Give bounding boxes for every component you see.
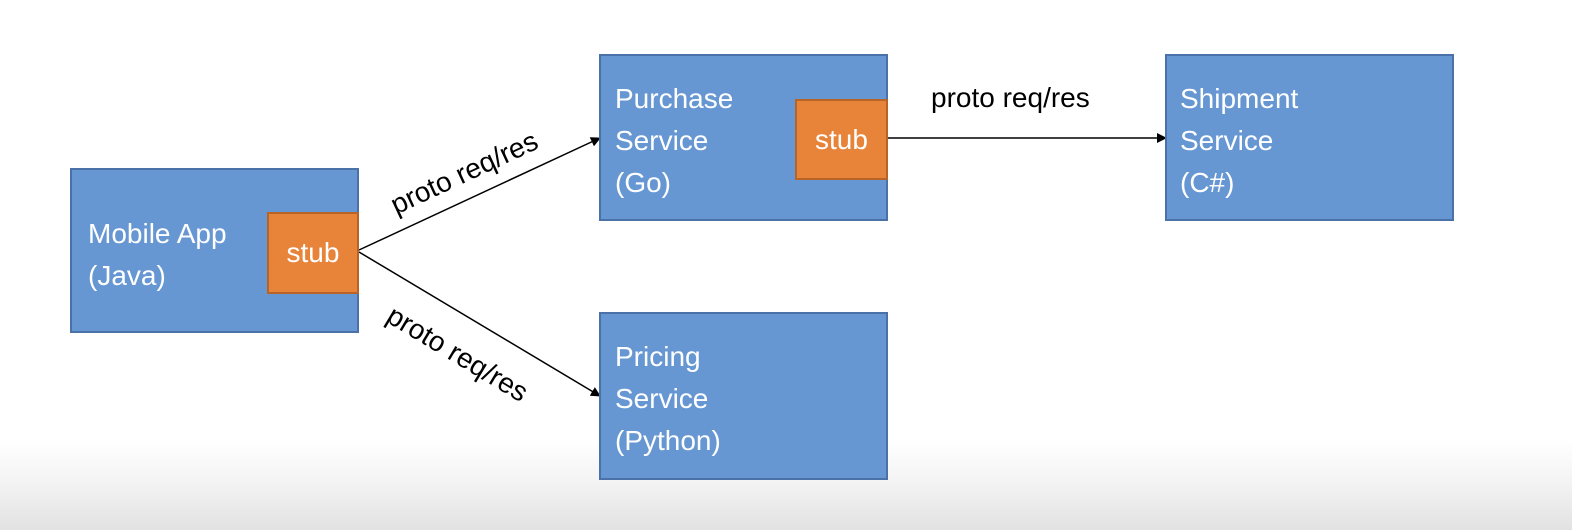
- purchase-service-box: Purchase Service (Go) stub: [599, 54, 888, 221]
- pricing-service-label: Pricing Service (Python): [615, 341, 721, 456]
- purchase-service-stub: stub: [795, 99, 888, 180]
- shipment-service-box: Shipment Service (C#): [1165, 54, 1454, 221]
- arrow-mobile-to-pricing: [358, 251, 601, 397]
- edge-label-purchase-to-shipment: proto req/res: [931, 82, 1090, 113]
- mobile-app-label: Mobile App (Java): [88, 218, 227, 291]
- mobile-app-stub: stub: [267, 212, 359, 294]
- arrow-mobile-to-purchase: [358, 137, 601, 251]
- shipment-service-label: Shipment Service (C#): [1180, 83, 1299, 198]
- purchase-service-label: Purchase Service (Go): [615, 83, 734, 198]
- pricing-service-box: Pricing Service (Python): [599, 312, 888, 480]
- mobile-app-box: Mobile App (Java) stub: [70, 168, 359, 333]
